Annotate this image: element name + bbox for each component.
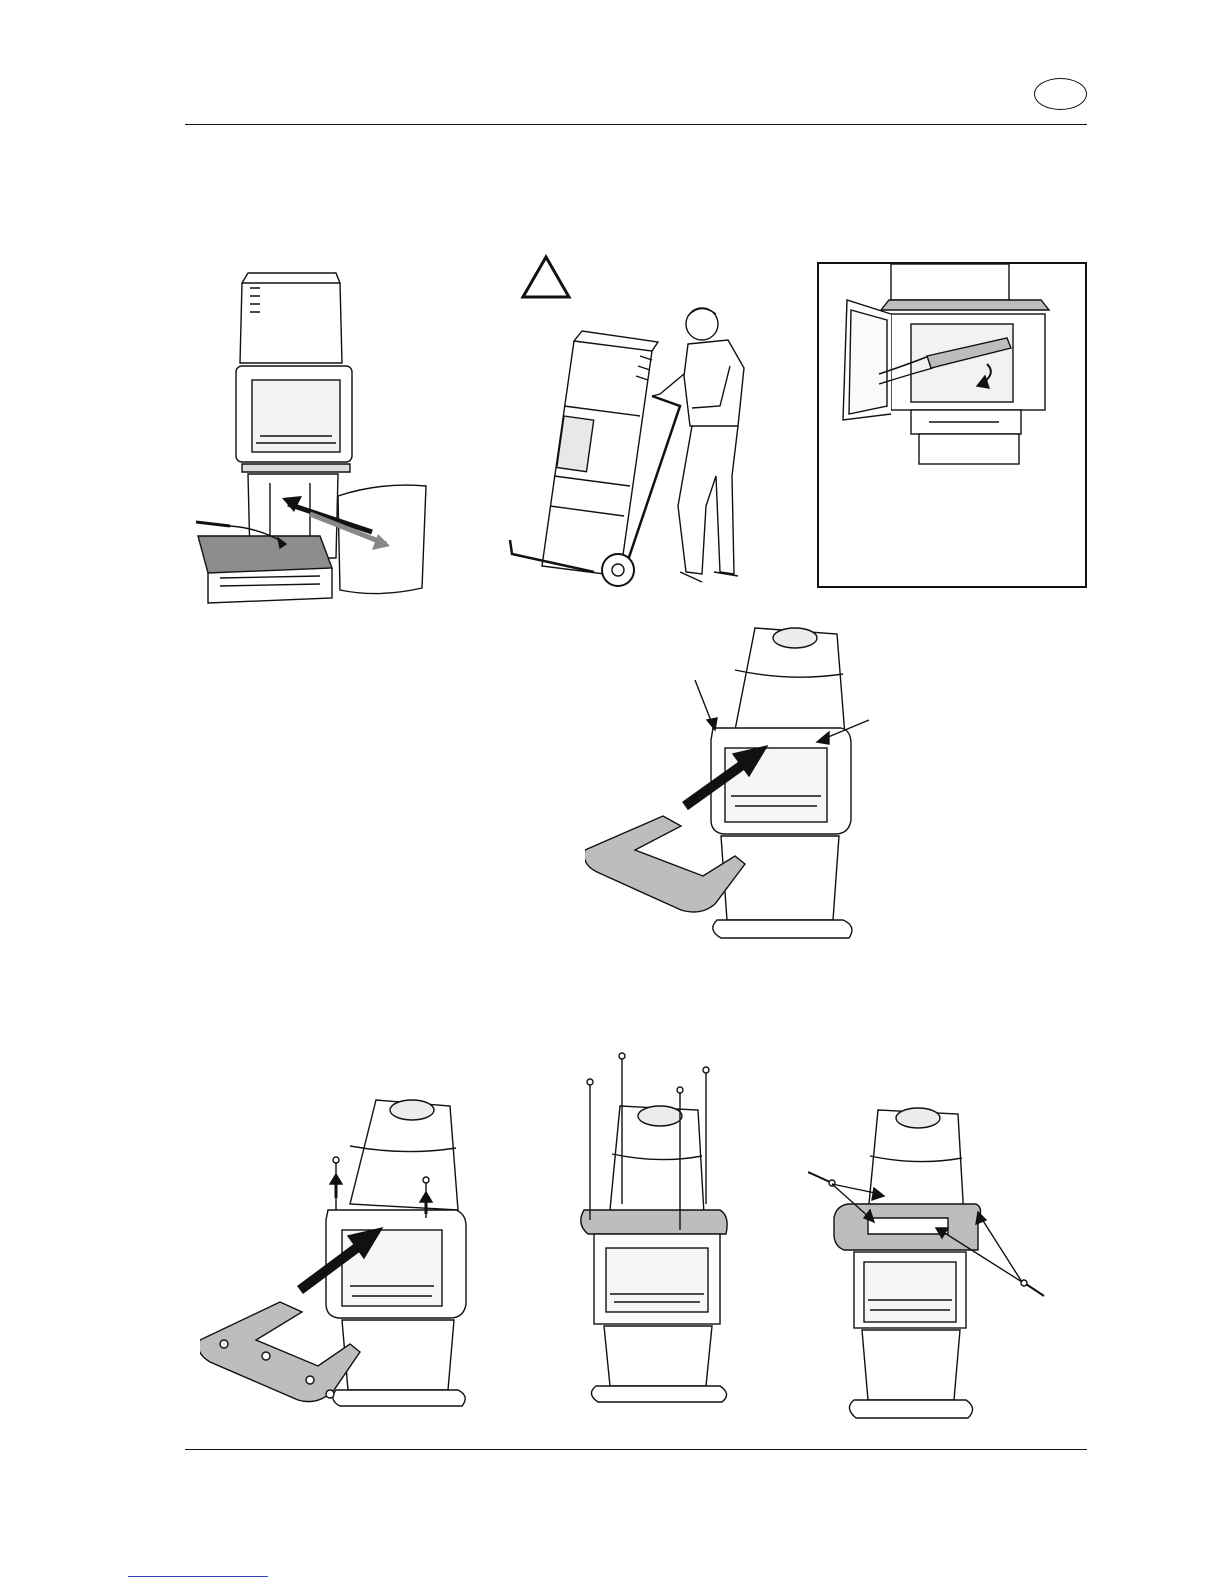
warning-triangle-icon bbox=[520, 254, 572, 300]
footer-rule bbox=[185, 1449, 1087, 1450]
figure-remove-side-panel bbox=[190, 268, 440, 613]
figure-screws-inserted bbox=[580, 1050, 735, 1415]
figure-fit-cover-plate bbox=[808, 1100, 1058, 1425]
figure-remove-baffle-plate bbox=[817, 262, 1087, 588]
figure-fit-top-plate-with-screws bbox=[200, 1090, 475, 1410]
language-badge bbox=[1034, 78, 1087, 110]
figure-fit-top-frame bbox=[585, 620, 885, 945]
figure-transport-with-hand-truck bbox=[502, 296, 772, 596]
footer-link-underline[interactable] bbox=[128, 1576, 268, 1577]
header-rule bbox=[185, 124, 1087, 125]
